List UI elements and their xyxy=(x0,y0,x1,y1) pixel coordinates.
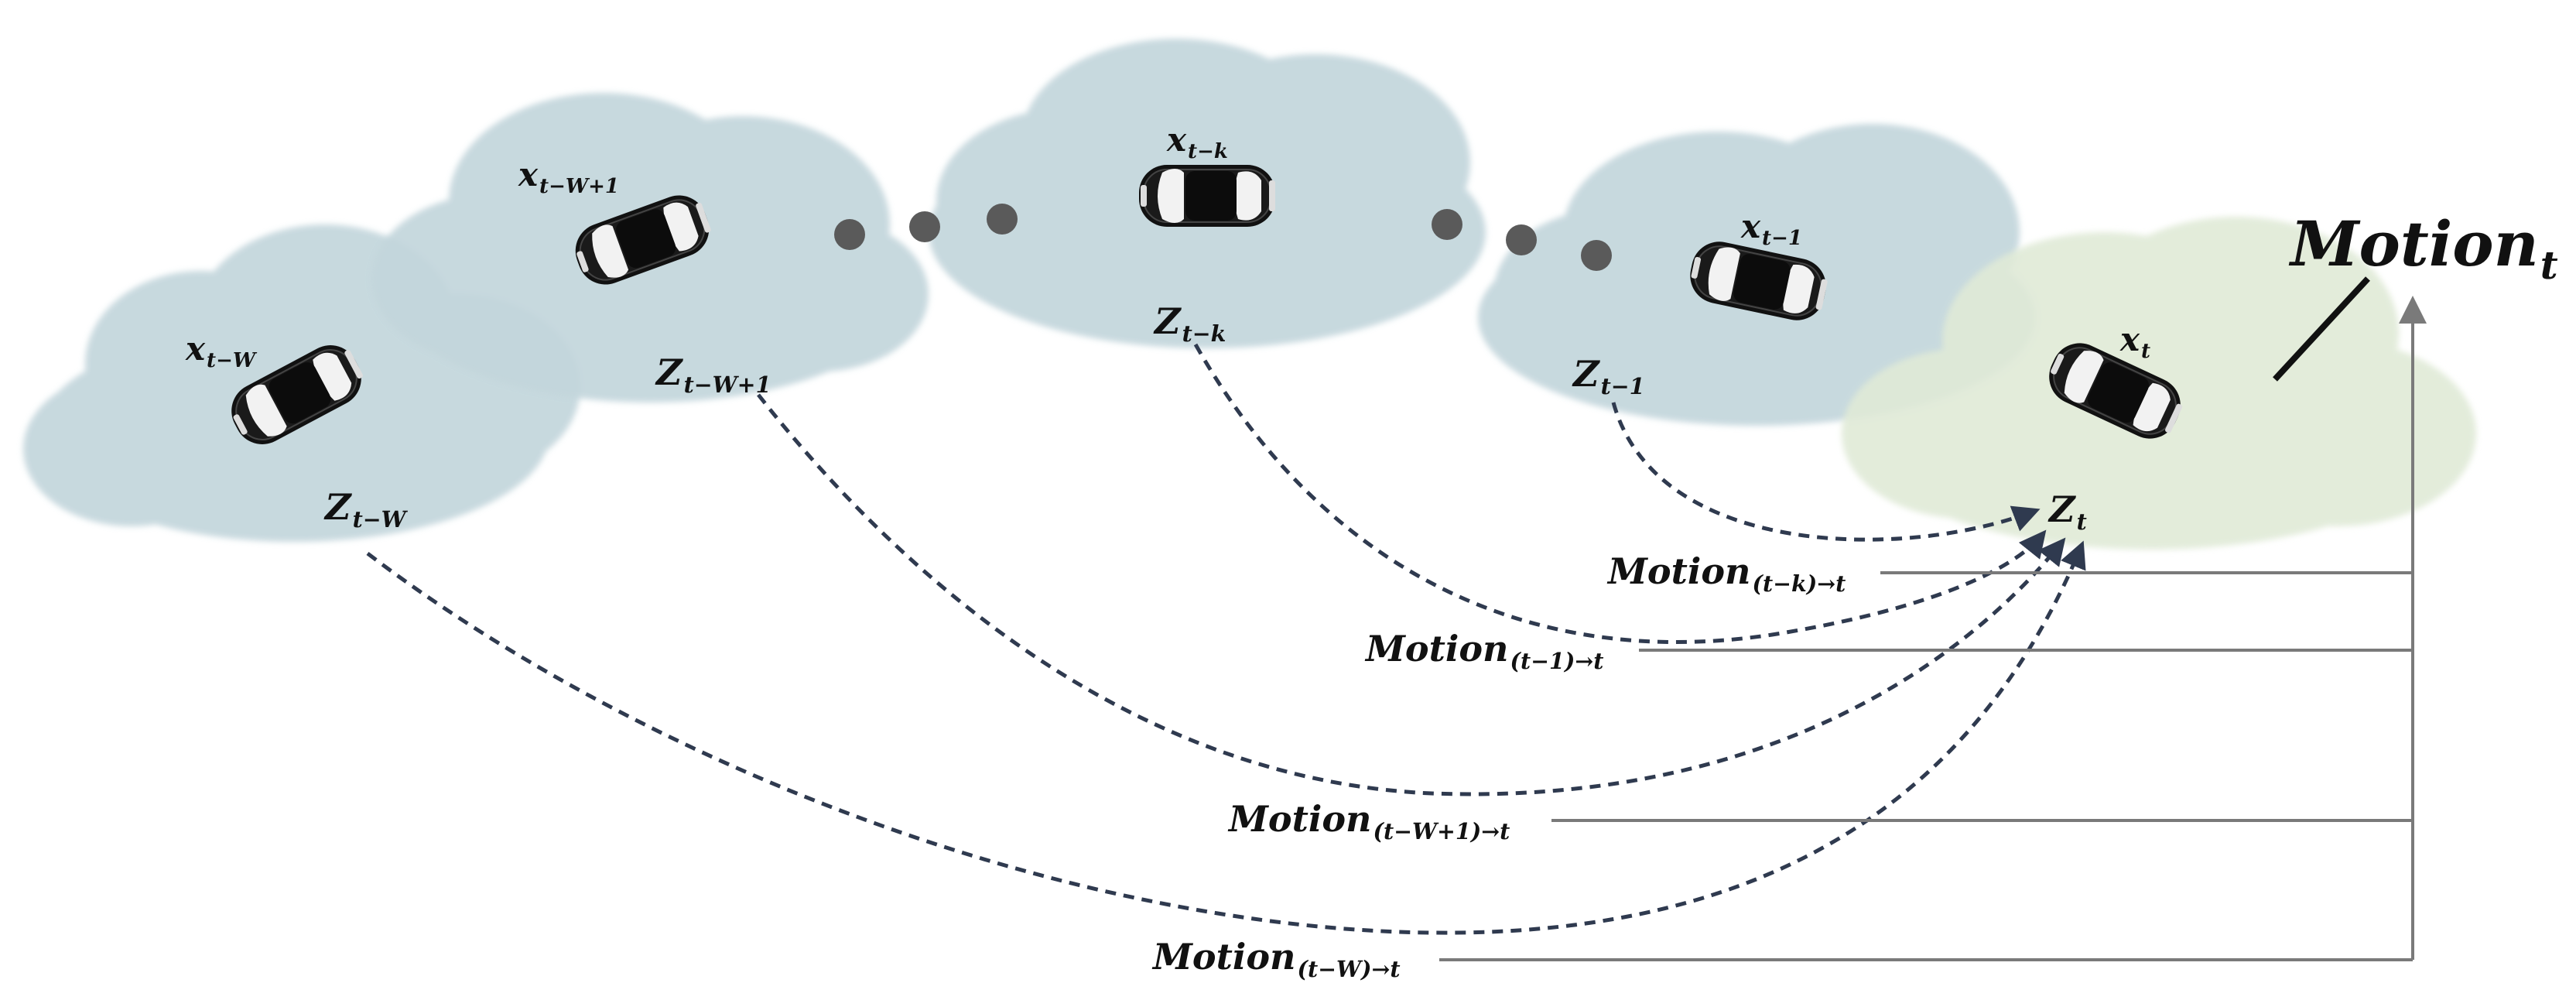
label-motion-t-w: Motion(t−W)→t xyxy=(1153,936,1401,982)
ellipsis-dot-icon xyxy=(1506,224,1537,255)
label-z-t-k: Zt−k xyxy=(1155,300,1226,347)
label-z-t-1: Zt−1 xyxy=(1573,353,1645,399)
label-z-t: Zt xyxy=(2049,488,2087,535)
ellipsis-dot-icon xyxy=(1581,240,1612,271)
label-x-t: xt xyxy=(2120,320,2151,364)
cloud-frame-t-w-plus-1 xyxy=(371,93,929,402)
ellipsis-dot-icon xyxy=(987,204,1018,235)
arrow-z-t-w-to-z-t xyxy=(366,540,2086,935)
ellipsis-dot-icon xyxy=(909,211,940,242)
arrow-z-t-k-to-z-t xyxy=(1193,343,2047,645)
ellipsis-dot-icon xyxy=(834,219,865,250)
label-motion-total: Motiont xyxy=(2290,207,2558,289)
label-x-t-1: xt−1 xyxy=(1741,207,1802,251)
ellipsis-right xyxy=(1432,209,1612,271)
label-motion-t-k: Motion(t−k)→t xyxy=(1608,550,1846,597)
label-x-t-k: xt−k xyxy=(1167,121,1228,164)
ellipsis-left xyxy=(834,204,1018,250)
label-x-t-w: xt−W xyxy=(186,330,256,373)
car-icon xyxy=(1138,164,1276,228)
label-motion-t-w-plus-1: Motion(t−W+1)→t xyxy=(1229,798,1510,844)
label-motion-t-1: Motion(t−1)→t xyxy=(1366,628,1604,674)
label-x-t-w-plus-1: xt−W+1 xyxy=(518,156,620,199)
label-z-t-w-plus-1: Zt−W+1 xyxy=(656,351,771,398)
arrow-z-t-1-to-z-t xyxy=(1611,402,2041,542)
arrow-z-t-w-plus-1-to-z-t xyxy=(757,393,2066,796)
motion-slash xyxy=(2273,276,2370,382)
ellipsis-dot-icon xyxy=(1432,209,1462,240)
label-z-t-w: Zt−W xyxy=(325,486,406,533)
